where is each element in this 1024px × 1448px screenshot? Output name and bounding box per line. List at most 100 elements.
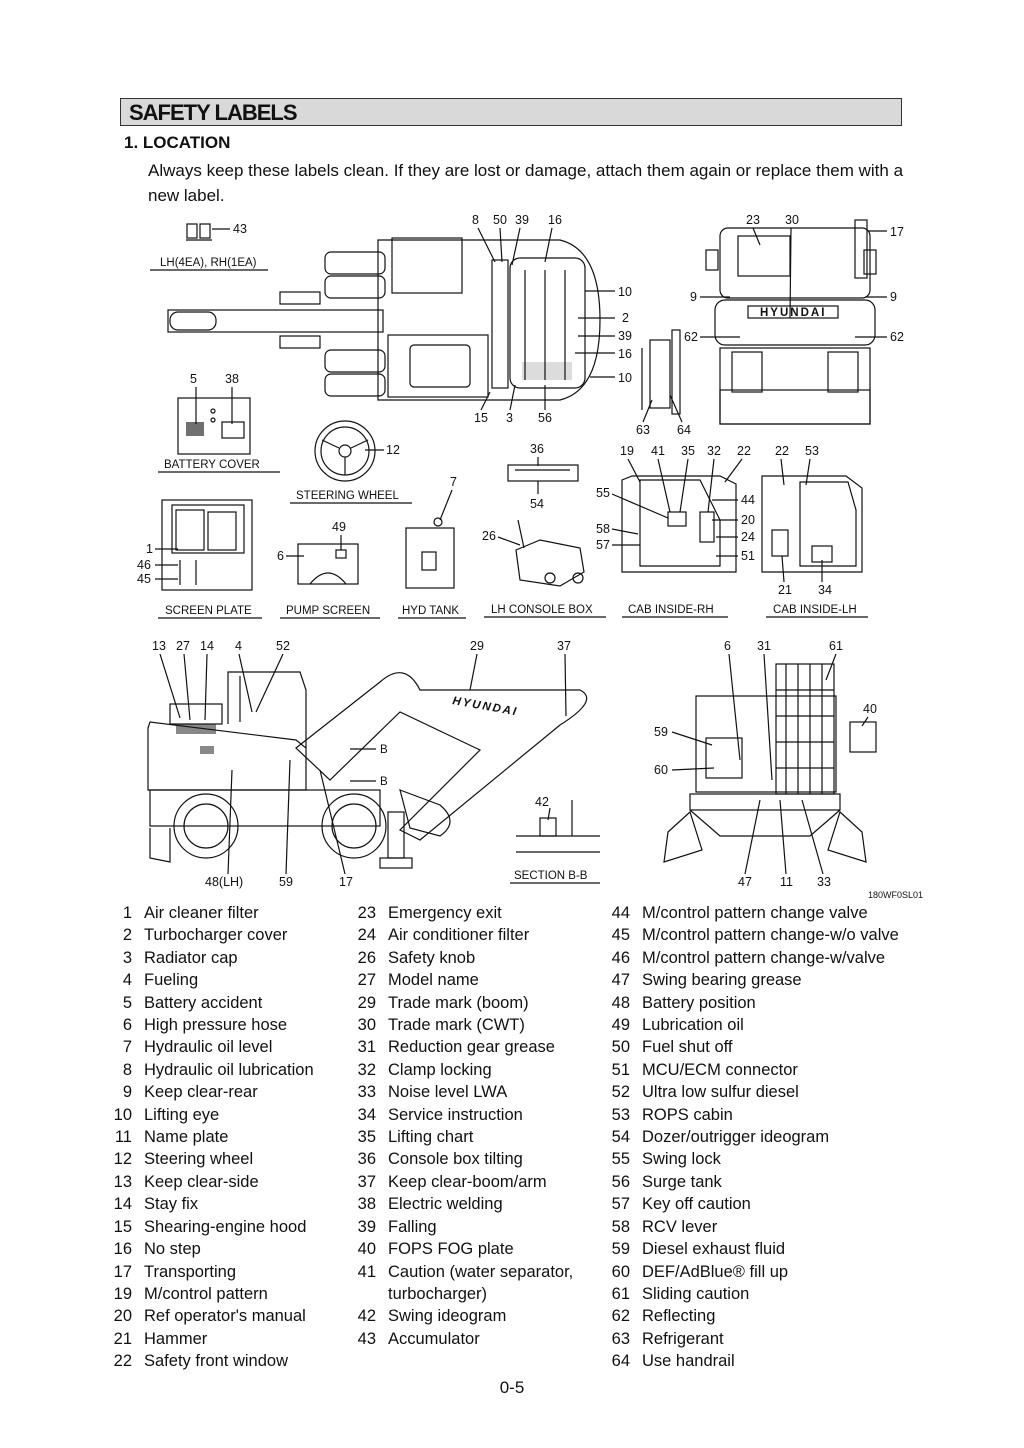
callout-10-bottom: 10 — [618, 371, 632, 385]
callout-8: 8 — [472, 213, 479, 227]
legend-item-number: 31 — [357, 1038, 376, 1057]
callout-42: 42 — [535, 795, 549, 809]
legend-item-text: Sliding caution — [642, 1284, 750, 1303]
legend-item-text: Hydraulic oil level — [144, 1038, 273, 1057]
legend-item-number: 17 — [113, 1262, 132, 1281]
legend-item-text: Air cleaner filter — [144, 904, 259, 922]
legend-item-text: Accumulator — [388, 1329, 480, 1348]
legend-item-text: Radiator cap — [144, 948, 238, 967]
legend-item-number: 10 — [113, 1105, 132, 1124]
legend-item-number: 42 — [357, 1307, 376, 1326]
callout-22-rh: 22 — [737, 444, 751, 458]
legend-item-number: 5 — [122, 993, 132, 1012]
legend-item-number: 53 — [611, 1105, 630, 1124]
legend-item-text: M/control pattern change-w/valve — [642, 948, 886, 967]
legend-item-number: 35 — [357, 1128, 376, 1147]
brand-text-boom: HYUNDAI — [451, 695, 518, 718]
callout-22-lh: 22 — [775, 444, 789, 458]
legend-item-text: Key off caution — [642, 1195, 751, 1214]
callout-54: 54 — [530, 497, 544, 511]
legend-item-number: 33 — [357, 1083, 376, 1102]
cab-inside-lh-drawing — [761, 475, 863, 573]
excavator-top-view — [167, 237, 601, 401]
legend-item-number: 16 — [113, 1240, 132, 1259]
legend-item-number: 14 — [113, 1195, 132, 1214]
legend-item-number: 63 — [611, 1329, 630, 1348]
legend-item-text: M/control pattern change-w/o valve — [642, 926, 899, 945]
legend-item-text: Noise level LWA — [388, 1083, 508, 1102]
callout-13: 13 — [152, 639, 166, 653]
caption-cab-inside-lh: CAB INSIDE-LH — [773, 604, 857, 616]
legend-item: 1 Air cleaner filter — [104, 902, 314, 924]
callout-51: 51 — [741, 549, 755, 563]
legend-item-number: 36 — [357, 1150, 376, 1169]
legend-item-text: Fueling — [144, 971, 199, 990]
callout-3: 3 — [506, 411, 513, 425]
callout-62-left: 62 — [684, 330, 698, 344]
legend-item-text: Air conditioner filter — [388, 926, 530, 945]
legend-item-text: Reflecting — [642, 1307, 716, 1326]
callout-27: 27 — [176, 639, 190, 653]
legend-item-number: 43 — [357, 1329, 376, 1348]
legend-item-text: Trade mark (CWT) — [388, 1016, 525, 1035]
caption-lh-rh: LH(4EA), RH(1EA) — [160, 257, 257, 269]
callout-16-side: 16 — [618, 347, 632, 361]
legend-item-text: Caution (water separator, — [388, 1262, 574, 1281]
legend-item-text: Turbocharger cover — [144, 926, 288, 945]
caption-lh-console-box: LH CONSOLE BOX — [491, 604, 593, 616]
legend-item-number: 38 — [357, 1195, 376, 1214]
legend-item-text: Model name — [388, 971, 479, 990]
legend-item-number: 49 — [611, 1016, 630, 1035]
legend-item-text: Service instruction — [388, 1105, 523, 1124]
callout-62-right: 62 — [890, 330, 904, 344]
legend-item-number: 39 — [357, 1217, 376, 1236]
legend-item-text: RCV lever — [642, 1217, 718, 1236]
legend-item-text: Keep clear-boom/arm — [388, 1172, 547, 1191]
legend-item-text: Ultra low sulfur diesel — [642, 1083, 799, 1102]
caption-screen-plate: SCREEN PLATE — [165, 605, 252, 617]
legend-item-text: No step — [144, 1240, 201, 1259]
legend-item-number: 47 — [611, 971, 630, 990]
callout-1: 1 — [146, 542, 153, 556]
callout-19: 19 — [620, 444, 634, 458]
excavator-rear-view-lower — [663, 663, 877, 863]
callout-39-side: 39 — [618, 329, 632, 343]
callout-45: 45 — [137, 572, 151, 586]
callout-14: 14 — [200, 639, 214, 653]
callout-21: 21 — [778, 583, 792, 597]
callout-29: 29 — [470, 639, 484, 653]
legend-item-text: Use handrail — [642, 1352, 735, 1371]
callout-58: 58 — [596, 522, 610, 536]
legend-item-text: Reduction gear grease — [388, 1038, 555, 1057]
legend-item-number: 3 — [122, 948, 132, 967]
legend-item-number: 1 — [122, 904, 132, 922]
title-bar: SAFETY LABELS — [120, 98, 902, 126]
legend-item-text: M/control pattern — [144, 1284, 268, 1303]
legend-item-text: Steering wheel — [144, 1150, 254, 1169]
legend-item-text: Stay fix — [144, 1195, 199, 1214]
legend-item-number: 50 — [611, 1038, 630, 1057]
legend-item-text: Hammer — [144, 1329, 208, 1348]
callout-4: 4 — [235, 639, 242, 653]
